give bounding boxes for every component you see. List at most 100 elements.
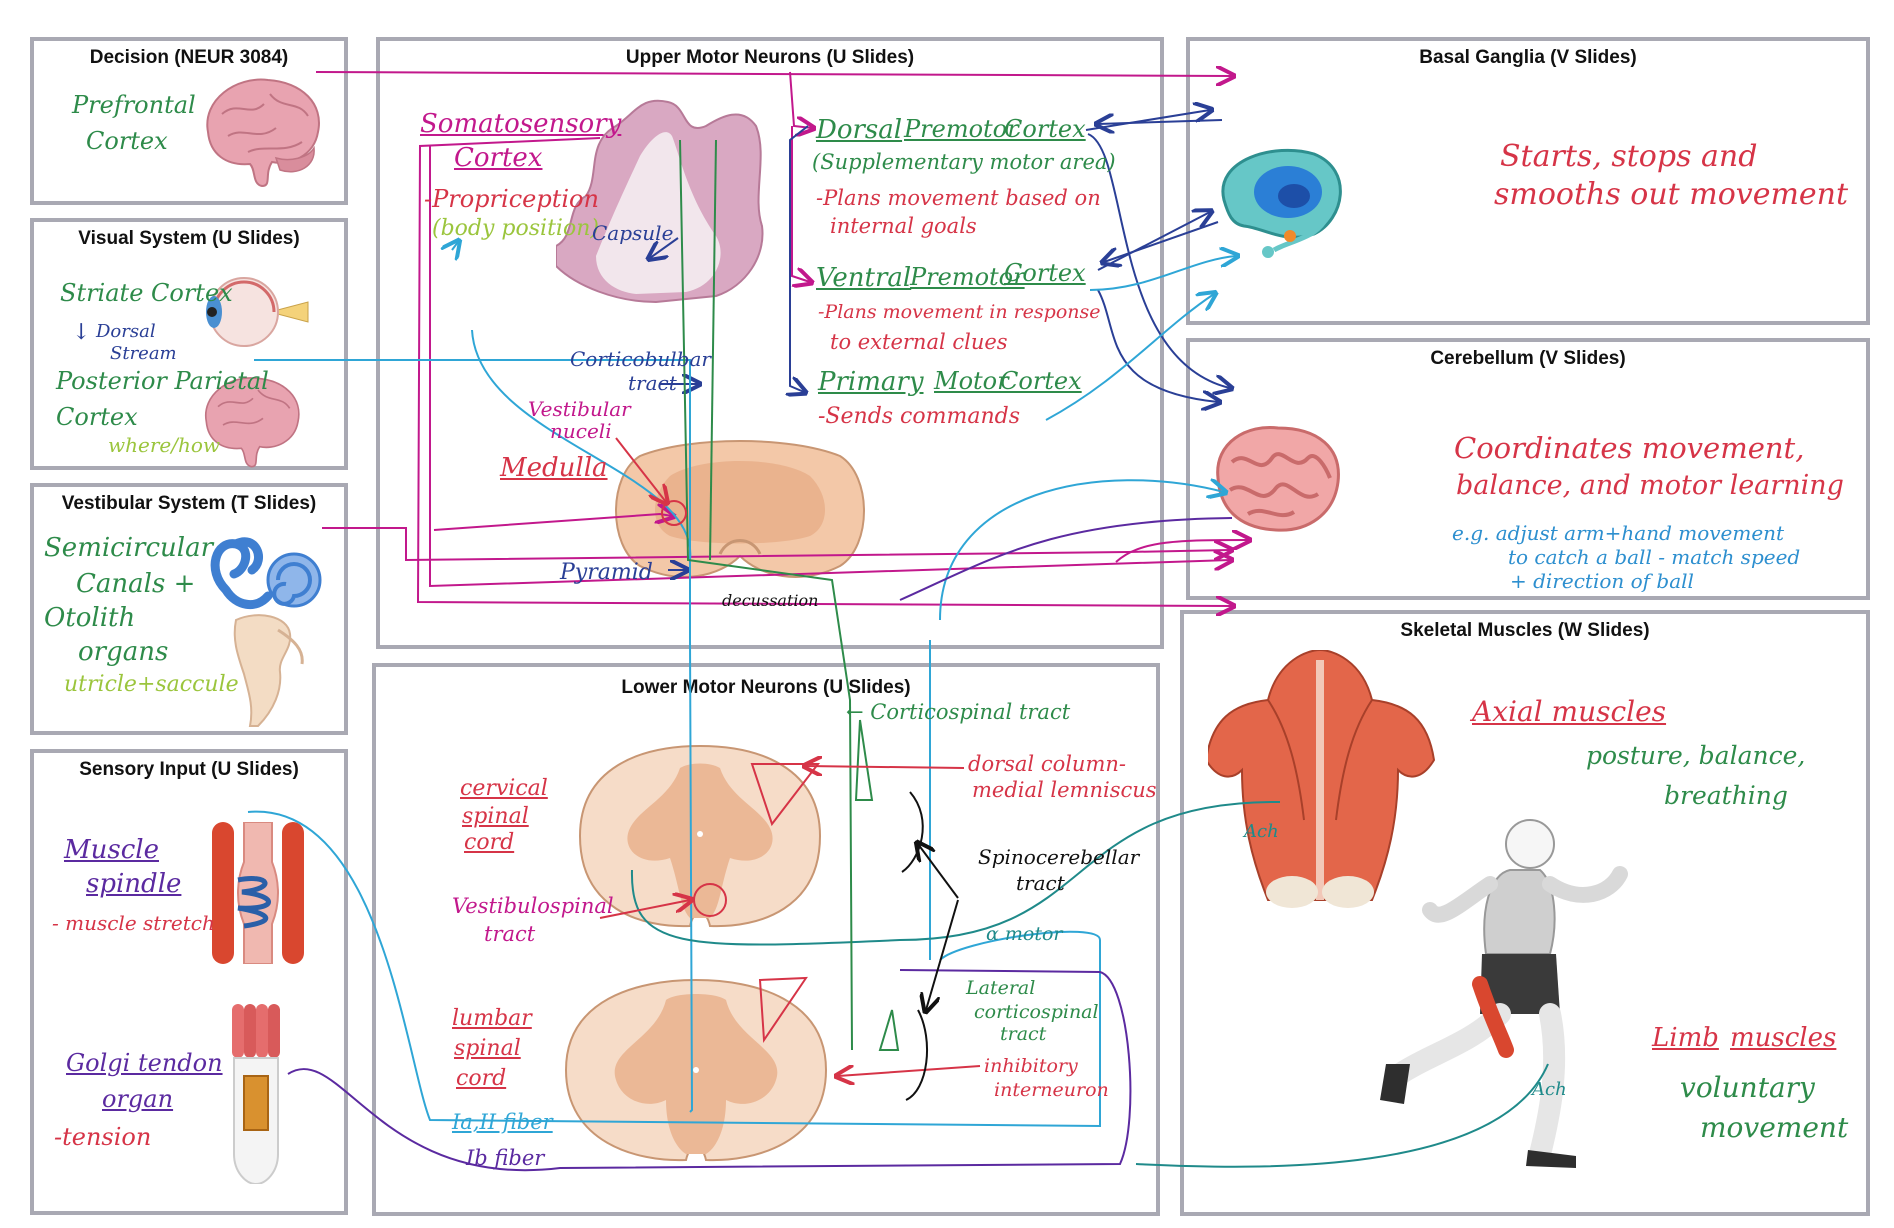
supplementary-motor-area-label: (Supplementary motor area) bbox=[812, 150, 1116, 174]
cortex-label-decision: Cortex bbox=[86, 127, 168, 155]
basal-ganglia-desc-1: Starts, stops and bbox=[1500, 139, 1758, 174]
somatosensory-cortex-label: Cortex bbox=[454, 143, 543, 173]
semicircular-label: Semicircular bbox=[44, 533, 214, 563]
lower-motor-neurons-title: Lower Motor Neurons (U Slides) bbox=[621, 677, 911, 698]
eye-illustration bbox=[206, 277, 309, 347]
primary-motor-label-1: Primary bbox=[818, 367, 924, 397]
ach-label-leg: Ach bbox=[1532, 1079, 1567, 1100]
cerebellum-box: Cerebellum (V Slides) bbox=[1186, 338, 1870, 600]
organs-label: organs bbox=[78, 637, 169, 667]
limb-label: Limb bbox=[1652, 1023, 1719, 1053]
runner-illustration bbox=[1380, 819, 1628, 1168]
cerebellum-illustration bbox=[1216, 425, 1340, 532]
alpha-motor-label: α motor bbox=[986, 923, 1063, 945]
basal-ganglia-title: Basal Ganglia (V Slides) bbox=[1419, 47, 1637, 68]
dorsal-premotor-desc-1: -Plans movement based on bbox=[816, 186, 1101, 210]
spindle-label: spindle bbox=[86, 869, 182, 899]
vestibular-system-title: Vestibular System (T Slides) bbox=[61, 493, 317, 514]
striate-cortex-label: Striate Cortex bbox=[60, 279, 233, 307]
corticobulbar-tract-label: tract bbox=[628, 371, 677, 395]
dorsal-premotor-label-1: Dorsal bbox=[816, 115, 903, 145]
somatosensory-label: Somatosensory bbox=[420, 109, 622, 139]
prefrontal-label: Prefrontal bbox=[72, 91, 196, 119]
vestibular-nuclei-label: Vestibular bbox=[528, 397, 631, 421]
where-how-label: where/how bbox=[108, 433, 221, 457]
interneuron-label: interneuron bbox=[994, 1079, 1109, 1101]
axial-function-1: posture, balance, bbox=[1586, 741, 1806, 770]
muscles-label: muscles bbox=[1730, 1023, 1837, 1053]
otolith-label: Otolith bbox=[44, 603, 136, 633]
utricle-saccule-label: utricle+saccule bbox=[64, 672, 239, 697]
lumbar-label: lumbar bbox=[452, 1006, 532, 1031]
capsule-label: Capsule bbox=[592, 221, 674, 245]
lumbar-spinal-cord-section bbox=[564, 978, 828, 1162]
spinocerebellar-label: Spinocerebellar bbox=[978, 845, 1140, 869]
cervical-cord-label: cord bbox=[464, 830, 515, 855]
dorsal-premotor-label-2: Premotor bbox=[904, 115, 1019, 143]
cerebellum-desc-2: balance, and motor learning bbox=[1456, 470, 1844, 501]
voluntary-label: voluntary bbox=[1680, 1071, 1815, 1104]
dorsal-premotor-label-3: Cortex bbox=[1004, 115, 1086, 143]
corticospinal-tract-label: ← Corticospinal tract bbox=[846, 700, 1071, 724]
upper-motor-neurons-title: Upper Motor Neurons (U Slides) bbox=[625, 47, 915, 68]
corticobulbar-label: Corticobulbar bbox=[570, 347, 711, 371]
muscle-spindle-illustration bbox=[212, 822, 304, 964]
axial-function-2: breathing bbox=[1664, 781, 1788, 810]
pyramid-label: Pyramid bbox=[560, 560, 653, 585]
basal-ganglia-desc-2: smooths out movement bbox=[1494, 177, 1849, 212]
lumbar-cord-label: cord bbox=[456, 1066, 507, 1091]
stream-label: Stream bbox=[110, 343, 177, 364]
cerebellum-title: Cerebellum (V Slides) bbox=[1430, 348, 1626, 369]
primary-motor-desc: -Sends commands bbox=[818, 404, 1021, 429]
cerebellum-example-1: e.g. adjust arm+hand movement bbox=[1452, 521, 1785, 545]
ventral-premotor-desc-1: -Plans movement in response bbox=[818, 301, 1101, 323]
tension-label: -tension bbox=[54, 1123, 152, 1151]
inner-ear-illustration bbox=[210, 537, 322, 609]
ach-label-back: Ach bbox=[1244, 821, 1279, 842]
decision-title: Decision (NEUR 3084) bbox=[89, 47, 289, 68]
cerebellum-example-3: + direction of ball bbox=[1510, 569, 1694, 593]
cervical-label: cervical bbox=[460, 776, 548, 801]
ventral-premotor-desc-2: to external clues bbox=[830, 330, 1008, 354]
spinocerebellar-tract-label: tract bbox=[1016, 871, 1065, 895]
medial-lemniscus-label: medial lemniscus bbox=[972, 778, 1157, 802]
posterior-parietal-label: Posterior Parietal bbox=[56, 367, 269, 395]
ib-fiber-label: Ib fiber bbox=[466, 1146, 545, 1170]
skeletal-muscles-title: Skeletal Muscles (W Slides) bbox=[1400, 620, 1650, 641]
inhibitory-label: inhibitory bbox=[984, 1055, 1078, 1077]
dorsal-stream-arrow: ↓ bbox=[72, 320, 91, 345]
decussation-label: decussation bbox=[722, 591, 819, 610]
brain-illustration-decision bbox=[206, 78, 320, 188]
body-position-label: (body position) bbox=[432, 216, 599, 241]
dorsal-label: Dorsal bbox=[96, 321, 156, 342]
ventral-premotor-label-1: Ventral bbox=[816, 263, 912, 293]
dorsal-premotor-desc-2: internal goals bbox=[830, 214, 977, 238]
organ-label: organ bbox=[102, 1085, 174, 1113]
primary-motor-label-2: Motor bbox=[934, 367, 1009, 395]
golgi-tendon-label: Golgi tendon bbox=[66, 1049, 223, 1077]
brainstem-illustration bbox=[233, 614, 304, 727]
primary-motor-label-3: Cortex bbox=[1000, 367, 1082, 395]
visual-system-title: Visual System (U Slides) bbox=[78, 228, 300, 249]
muscle-stretch-label: - muscle stretch bbox=[52, 911, 215, 935]
medulla-label: Medulla bbox=[500, 453, 608, 483]
cerebellum-example-2: to catch a ball - match speed bbox=[1508, 545, 1801, 569]
cervical-spinal-label: spinal bbox=[462, 804, 529, 829]
lumbar-spinal-label: spinal bbox=[454, 1036, 521, 1061]
ia-ii-fiber-label: Ia,II fiber bbox=[452, 1110, 553, 1134]
sensory-input-title: Sensory Input (U Slides) bbox=[79, 759, 299, 780]
lateral-corticospinal-tract-label: tract bbox=[1000, 1023, 1047, 1045]
basal-ganglia-illustration bbox=[1221, 148, 1342, 258]
proprioception-label: -Propriception bbox=[424, 185, 599, 213]
movement-label: movement bbox=[1700, 1111, 1849, 1144]
axial-muscles-label: Axial muscles bbox=[1472, 695, 1667, 728]
cortex-label-visual: Cortex bbox=[56, 403, 138, 431]
ventral-premotor-label-3: Cortex bbox=[1004, 259, 1086, 287]
vestibulospinal-tract-label: tract bbox=[484, 922, 536, 946]
canals-label: Canals + bbox=[76, 569, 196, 599]
vestibular-nuclei-label-2: nuceli bbox=[550, 419, 612, 443]
dorsal-column-label: dorsal column- bbox=[968, 752, 1126, 776]
cerebellum-desc-1: Coordinates movement, bbox=[1454, 431, 1805, 465]
vestibulospinal-label: Vestibulospinal bbox=[452, 894, 614, 918]
golgi-tendon-illustration bbox=[232, 1004, 280, 1184]
